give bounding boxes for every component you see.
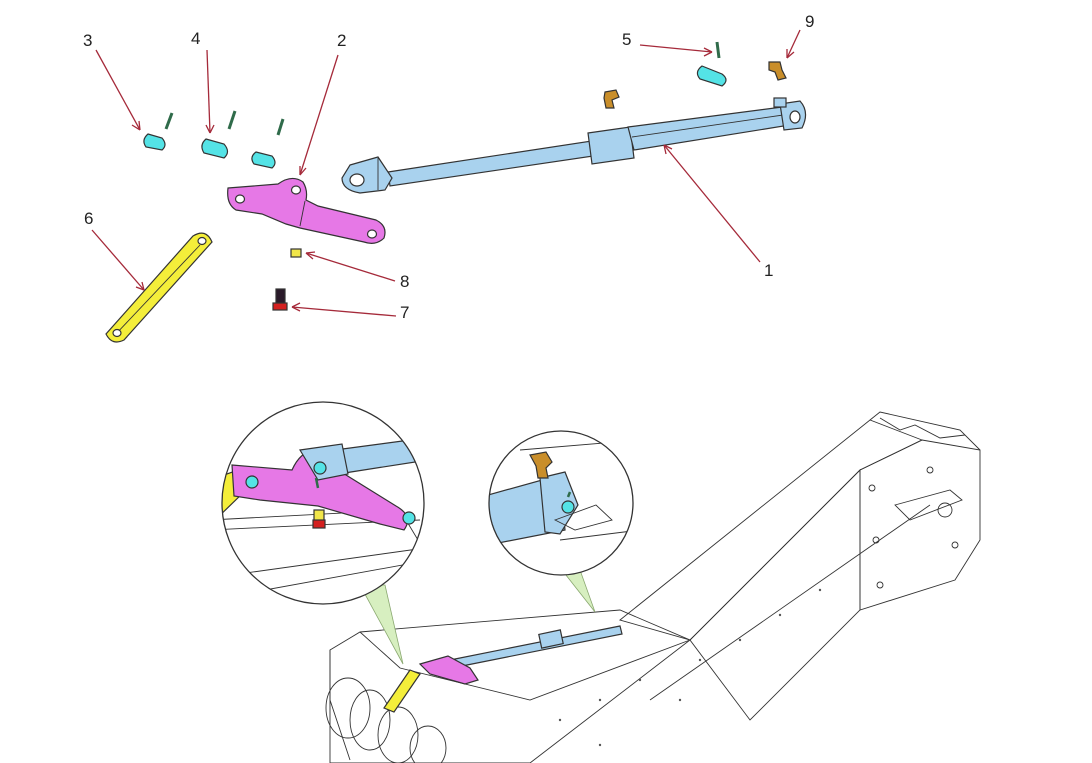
callout-9: 9: [805, 12, 814, 31]
pin-part-4: [201, 110, 237, 159]
bolt-part-7: [272, 288, 288, 311]
pivot-bracket-part-2: [227, 177, 386, 244]
callout-1: 1: [764, 261, 773, 280]
callout-5: 5: [622, 30, 631, 49]
machine-assembly: [325, 411, 981, 763]
callout-2: 2: [337, 31, 346, 50]
callout-3: 3: [83, 31, 92, 50]
callout-7: 7: [400, 303, 409, 322]
callout-4: 4: [191, 29, 200, 48]
pin-part-5: [696, 41, 727, 87]
detail-view-pivot-bracket: [221, 401, 425, 605]
callout-6: 6: [84, 209, 93, 228]
zoom-cone-left: [359, 584, 404, 665]
callout-8: 8: [400, 272, 409, 291]
elbow-fitting-part-9: [768, 61, 787, 81]
leader-lines: [91, 29, 801, 317]
bushing-part-8: [290, 248, 302, 258]
pin-secondary: [251, 118, 285, 169]
zoom-cone-right: [561, 569, 596, 613]
elbow-fitting: [603, 89, 620, 109]
hydraulic-cylinder-part-1: [341, 97, 807, 194]
detail-view-cylinder-end: [488, 430, 634, 576]
link-arm-part-6: [105, 232, 213, 343]
pin-part-3: [143, 112, 174, 151]
